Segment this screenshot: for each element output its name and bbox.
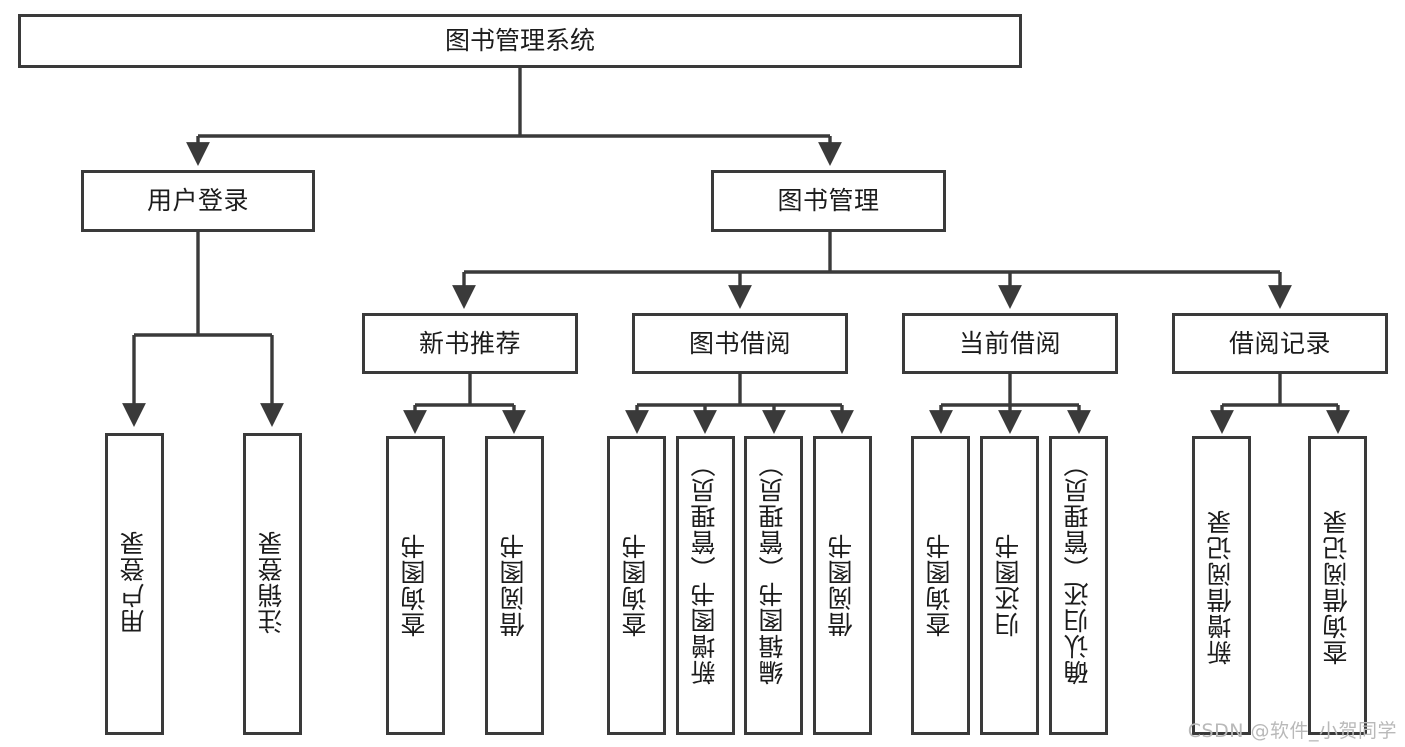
node-leaf-add-record-label: 新增借阅记录 — [1206, 509, 1236, 665]
node-current-borrow[interactable]: 当前借阅 — [902, 313, 1118, 374]
node-current-borrow-label: 当前借阅 — [958, 328, 1061, 358]
node-leaf-query-record-label: 查询借阅记录 — [1322, 509, 1352, 665]
node-leaf-confirm-return[interactable]: 确认归还（管理员） — [1049, 436, 1108, 735]
node-leaf-query-book-2[interactable]: 查询图书 — [607, 436, 666, 735]
node-leaf-add-book[interactable]: 新增图书（管理员） — [676, 436, 735, 735]
node-leaf-query-book-3[interactable]: 查询图书 — [911, 436, 970, 735]
node-book-management-label: 图书管理 — [777, 186, 880, 216]
node-user-login-label: 用户登录 — [146, 186, 249, 216]
node-leaf-query-book-1-label: 查询图书 — [400, 533, 430, 637]
node-leaf-borrow-book-2[interactable]: 借阅图书 — [813, 436, 872, 735]
node-leaf-add-book-label: 新增图书（管理员） — [690, 451, 720, 685]
node-borrow-record[interactable]: 借阅记录 — [1172, 313, 1388, 374]
node-leaf-query-book-2-label: 查询图书 — [621, 533, 651, 637]
node-user-login[interactable]: 用户登录 — [81, 170, 315, 232]
node-leaf-query-book-3-label: 查询图书 — [925, 533, 955, 637]
node-leaf-add-record[interactable]: 新增借阅记录 — [1192, 436, 1251, 735]
node-leaf-user-login[interactable]: 用户登录 — [105, 433, 164, 735]
node-leaf-borrow-book-2-label: 借阅图书 — [827, 533, 857, 637]
node-borrow-record-label: 借阅记录 — [1228, 328, 1331, 358]
node-leaf-borrow-book-1[interactable]: 借阅图书 — [485, 436, 544, 735]
node-book-borrow-label: 图书借阅 — [688, 328, 791, 358]
node-leaf-return-book-label: 归还图书 — [994, 533, 1024, 637]
node-root[interactable]: 图书管理系统 — [18, 14, 1022, 68]
node-leaf-query-book-1[interactable]: 查询图书 — [386, 436, 445, 735]
node-leaf-edit-book[interactable]: 编辑图书（管理员） — [744, 436, 803, 735]
node-leaf-logout-login[interactable]: 注销登录 — [243, 433, 302, 735]
node-leaf-user-login-label: 用户登录 — [119, 530, 149, 634]
node-new-book-recommend[interactable]: 新书推荐 — [362, 313, 578, 374]
csdn-watermark: CSDN @软件_小贺同学 — [1187, 720, 1397, 742]
node-root-label: 图书管理系统 — [444, 26, 595, 56]
node-leaf-logout-login-label: 注销登录 — [257, 530, 287, 634]
node-book-management[interactable]: 图书管理 — [711, 170, 946, 232]
node-leaf-confirm-return-label: 确认归还（管理员） — [1063, 451, 1093, 685]
node-leaf-borrow-book-1-label: 借阅图书 — [499, 533, 529, 637]
node-book-borrow[interactable]: 图书借阅 — [632, 313, 848, 374]
node-leaf-query-record[interactable]: 查询借阅记录 — [1308, 436, 1367, 735]
node-leaf-return-book[interactable]: 归还图书 — [980, 436, 1039, 735]
node-new-book-recommend-label: 新书推荐 — [418, 328, 521, 358]
node-leaf-edit-book-label: 编辑图书（管理员） — [758, 451, 788, 685]
